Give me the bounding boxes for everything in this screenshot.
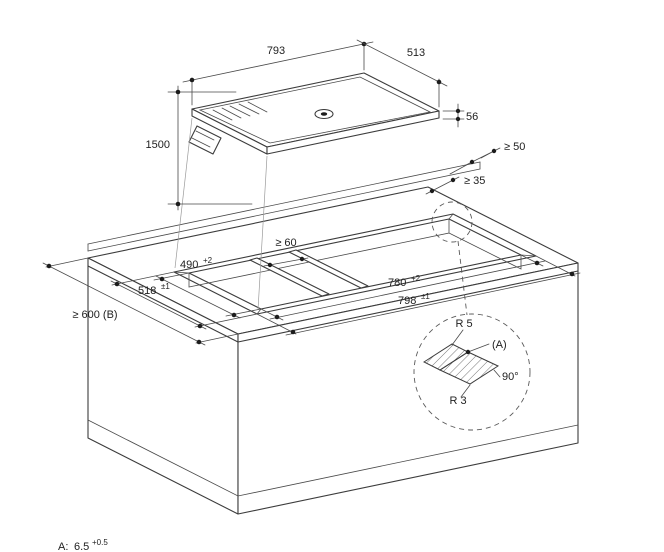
control-knob-icon [314, 108, 334, 120]
dim-513-label: 513 [407, 47, 425, 59]
cooktop-inner-line [198, 76, 432, 144]
dim-518-label: 518 [138, 285, 156, 297]
detail-circle [413, 313, 531, 431]
dim-798-tolerance: ±1 [421, 292, 430, 301]
footnote-value: 6.5 [74, 541, 89, 552]
support-brace [249, 257, 330, 297]
footnote-tolerance: +0.5 [92, 538, 108, 547]
detail-source-circle [431, 201, 473, 243]
detail-callout: R 5 (A) 90° R 3 [413, 201, 531, 431]
vent-flap [188, 125, 222, 155]
detail-r5-label: R 5 [455, 318, 472, 330]
worktop-cutout [173, 213, 537, 315]
dim-ge600-label: ≥ 600 (B) [72, 309, 117, 321]
dim-798: 798 ±1 [256, 255, 581, 336]
projection-lines [174, 117, 268, 311]
vent-slots [212, 101, 268, 121]
dim-ge35-label: ≥ 35 [464, 175, 485, 187]
dim-ge35: ≥ 35 [425, 175, 485, 195]
dim-ge50-label: ≥ 50 [504, 141, 525, 153]
dim-490: 490 +2 [153, 256, 262, 319]
dim-793-label: 793 [267, 45, 285, 57]
dim-ge60-label: ≥ 60 [275, 237, 296, 249]
detail-90deg-label: 90° [502, 371, 519, 383]
cooktop [188, 72, 440, 155]
detail-r3-label: R 3 [449, 395, 466, 407]
dim-780-tolerance: +2 [411, 274, 421, 283]
dim-780: 780 +2 [260, 254, 546, 321]
dim-780-label: 780 [388, 277, 406, 289]
dim-ge50: ≥ 50 [449, 141, 525, 175]
dim-490-tolerance: +2 [203, 256, 213, 265]
dim-56-label: 56 [466, 111, 478, 123]
dim-518-tolerance: ±1 [161, 282, 170, 291]
dim-513: 513 [356, 39, 448, 108]
cabinet-front-face [237, 262, 579, 515]
dim-ge600: ≥ 600 (B) [42, 257, 239, 346]
dim-798-label: 798 [398, 295, 416, 307]
footnote: A: 6.5 +0.5 [58, 538, 108, 552]
dim-1500-label: 1500 [146, 139, 170, 151]
rear-wall [87, 161, 481, 252]
dim-56: 56 [442, 103, 478, 128]
detail-a-label: (A) [492, 339, 507, 351]
cooktop-front-edge [266, 110, 440, 155]
plinth-line [87, 419, 579, 497]
footnote-ref: A: [58, 541, 68, 552]
dim-793: 793 [182, 41, 374, 106]
cutout-depth-lines [188, 218, 522, 288]
edge-profile-lower [438, 351, 500, 385]
dim-ge60: ≥ 60 [263, 237, 309, 268]
cooktop-top-face [191, 72, 440, 148]
dim-518: 518 ±1 [110, 271, 258, 330]
support-brace [288, 249, 369, 289]
dim-490-label: 490 [180, 259, 198, 271]
dim-1500: 1500 [146, 85, 253, 211]
detail-connector [457, 240, 468, 316]
